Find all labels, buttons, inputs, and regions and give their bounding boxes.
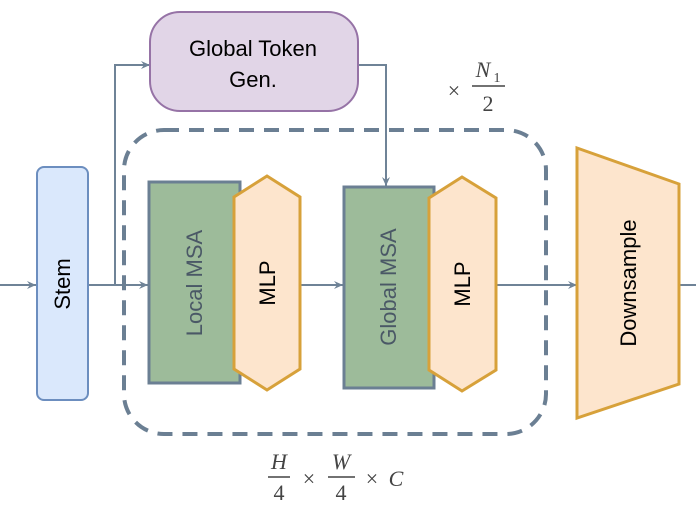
repeat-numerator: N <box>475 57 492 82</box>
downsample-label: Downsample <box>616 219 641 346</box>
size-w-numerator: W <box>332 449 352 474</box>
mlp-label-2: MLP <box>450 261 475 306</box>
repeat-denominator: 2 <box>483 91 494 116</box>
mlp-block-1 <box>232 174 302 392</box>
mlp-block-2 <box>427 175 498 393</box>
repeat-dashed-box <box>122 128 548 436</box>
size-h-denominator: 4 <box>274 480 285 505</box>
stem-label: Stem <box>50 258 75 309</box>
local-msa-block <box>147 180 242 385</box>
local-msa-label: Local MSA <box>182 229 207 336</box>
mlp-label-1: MLP <box>255 260 280 305</box>
repeat-numerator-subscript: 1 <box>494 71 501 86</box>
size-times-1: × <box>303 466 315 491</box>
size-w-denominator: 4 <box>336 480 347 505</box>
repeat-times-symbol: × <box>448 78 460 103</box>
global-token-gen-block <box>149 11 359 112</box>
repeat-count-label: × N 1 2 <box>448 57 505 116</box>
global-token-gen-to-global-msa-arrow <box>358 64 390 186</box>
size-c: C <box>389 466 404 491</box>
size-h-numerator: H <box>270 449 288 474</box>
size-times-2: × <box>366 466 378 491</box>
global-msa-label: Global MSA <box>376 228 401 346</box>
global-token-gen-label-line1: Global Token <box>189 36 317 61</box>
global-token-gen-label-line2: Gen. <box>229 67 277 92</box>
global-msa-block <box>342 185 436 390</box>
feature-size-label: H 4 × W 4 × C <box>268 449 404 505</box>
stem-block <box>36 166 89 401</box>
downsample-block <box>575 145 681 421</box>
stem-to-global-token-gen-arrow <box>114 61 150 285</box>
